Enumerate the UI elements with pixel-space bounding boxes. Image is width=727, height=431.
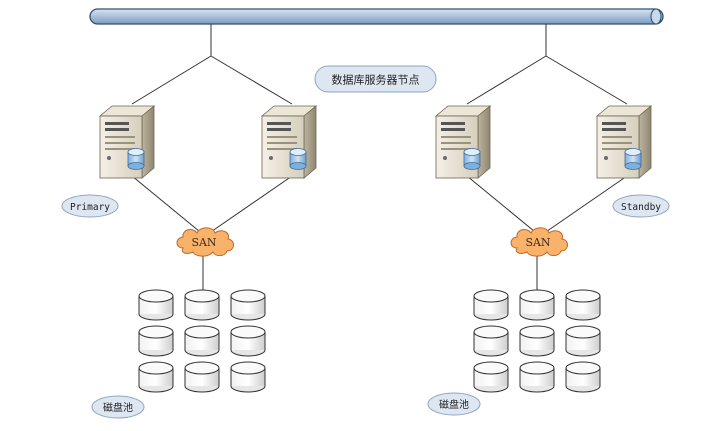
san-cloud-right: SAN	[510, 227, 569, 257]
server-right-standby-b	[596, 105, 652, 179]
connection-lines	[131, 24, 628, 296]
disk-cylinder-icon	[184, 289, 220, 321]
disk-cylinder-icon	[230, 325, 266, 357]
disk-pool-right	[473, 289, 601, 393]
database-server-icon	[99, 105, 155, 179]
pool-left-label: 磁盘池	[91, 395, 145, 419]
network-bus-icon	[89, 8, 664, 25]
san-right-text: SAN	[525, 236, 550, 249]
disk-cylinder-icon	[138, 289, 174, 321]
pool-left-text: 磁盘池	[103, 401, 133, 414]
disk-cylinder-icon	[519, 289, 555, 321]
disk-cylinder-icon	[519, 361, 555, 393]
disk-cylinder-icon	[519, 325, 555, 357]
database-icon	[127, 148, 145, 170]
standby-text: Standby	[621, 202, 661, 213]
database-icon	[624, 148, 642, 170]
disk-cylinder-icon	[473, 361, 509, 393]
disk-cylinder-icon	[565, 325, 601, 357]
disk-cylinder-icon	[230, 361, 266, 393]
primary-badge: Primary	[61, 194, 119, 218]
disk-cylinder-icon	[565, 361, 601, 393]
database-icon	[463, 148, 481, 170]
standby-badge: Standby	[612, 194, 670, 218]
disk-pool-left	[138, 289, 266, 393]
disk-cylinder-icon	[473, 325, 509, 357]
disk-cylinder-icon	[184, 325, 220, 357]
disk-cylinder-icon	[565, 289, 601, 321]
server-right-standby-a	[435, 105, 491, 179]
database-icon	[289, 148, 307, 170]
database-server-icon	[261, 105, 317, 179]
node-group-text: 数据库服务器节点	[332, 73, 420, 87]
disk-cylinder-icon	[184, 361, 220, 393]
disk-cylinder-icon	[138, 325, 174, 357]
node-group-label: 数据库服务器节点	[314, 65, 437, 93]
disk-cylinder-icon	[138, 361, 174, 393]
pool-right-label: 磁盘池	[427, 392, 481, 416]
server-left-primary-a	[99, 105, 155, 179]
disk-cylinder-icon	[473, 289, 509, 321]
database-server-icon	[596, 105, 652, 179]
pool-right-text: 磁盘池	[439, 398, 469, 411]
san-cloud-left: SAN	[176, 227, 235, 257]
database-server-icon	[435, 105, 491, 179]
san-left-text: SAN	[191, 236, 216, 249]
disk-cylinder-icon	[230, 289, 266, 321]
primary-text: Primary	[70, 202, 110, 213]
server-left-primary-b	[261, 105, 317, 179]
